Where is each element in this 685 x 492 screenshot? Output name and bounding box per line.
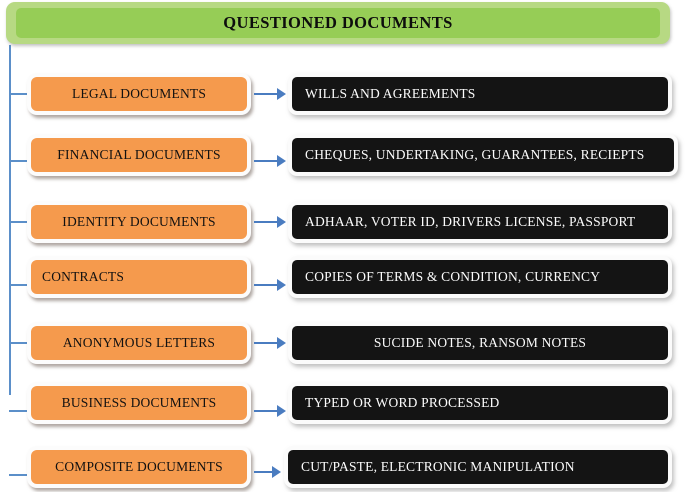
category-label: LEGAL DOCUMENTS [71, 86, 207, 101]
category-label: FINANCIAL DOCUMENTS [57, 147, 221, 162]
category-node[interactable]: COMPOSITE DOCUMENTS [27, 446, 251, 488]
detail-node[interactable]: ADHAAR, VOTER ID, DRIVERS LICENSE, PASSP… [288, 201, 672, 243]
detail-node[interactable]: COPIES OF TERMS & CONDITION, CURRENCY [288, 256, 672, 298]
branch-connector-line [9, 93, 29, 95]
detail-box[interactable]: CHEQUES, UNDERTAKING, GUARANTEES, RECIEP… [292, 138, 674, 172]
row-contracts: CONTRACTS COPIES OF TERMS & CONDITION, C… [0, 256, 685, 300]
category-label: COMPOSITE DOCUMENTS [55, 459, 223, 474]
row-business-documents: BUSINESS DOCUMENTS TYPED OR WORD PROCESS… [0, 382, 685, 426]
branch-connector-line [9, 474, 33, 476]
detail-label: WILLS AND AGREEMENTS [305, 86, 476, 101]
detail-label: COPIES OF TERMS & CONDITION, CURRENCY [305, 269, 601, 284]
branch-connector-line [9, 342, 31, 344]
category-node[interactable]: IDENTITY DOCUMENTS [27, 201, 251, 243]
row-financial-documents: FINANCIAL DOCUMENTS CHEQUES, UNDERTAKING… [0, 134, 685, 178]
detail-box[interactable]: TYPED OR WORD PROCESSED [292, 386, 668, 420]
detail-label: TYPED OR WORD PROCESSED [305, 395, 500, 410]
detail-box[interactable]: COPIES OF TERMS & CONDITION, CURRENCY [292, 260, 668, 294]
detail-node[interactable]: WILLS AND AGREEMENTS [288, 73, 672, 115]
arrow-line [254, 471, 275, 473]
page-title: QUESTIONED DOCUMENTS [223, 13, 453, 32]
branch-connector-line [9, 221, 31, 223]
detail-node[interactable]: SUCIDE NOTES, RANSOM NOTES [288, 322, 672, 364]
category-box[interactable]: LEGAL DOCUMENTS [31, 77, 247, 111]
detail-box[interactable]: ADHAAR, VOTER ID, DRIVERS LICENSE, PASSP… [292, 205, 668, 239]
category-label: CONTRACTS [42, 269, 125, 284]
trunk-connector-line [9, 45, 11, 395]
arrow-line [254, 93, 280, 95]
arrow-line [254, 221, 280, 223]
detail-box[interactable]: WILLS AND AGREEMENTS [292, 77, 668, 111]
category-box[interactable]: FINANCIAL DOCUMENTS [31, 138, 247, 172]
row-anonymous-letters: ANONYMOUS LETTERS SUCIDE NOTES, RANSOM N… [0, 322, 685, 366]
category-box[interactable]: BUSINESS DOCUMENTS [31, 386, 247, 420]
category-node[interactable]: BUSINESS DOCUMENTS [27, 382, 251, 424]
detail-box[interactable]: SUCIDE NOTES, RANSOM NOTES [292, 326, 668, 360]
category-node[interactable]: ANONYMOUS LETTERS [27, 322, 251, 364]
branch-connector-line [9, 160, 31, 162]
category-label: IDENTITY DOCUMENTS [62, 214, 216, 229]
category-label: ANONYMOUS LETTERS [62, 335, 216, 350]
arrow-line [254, 160, 280, 162]
detail-label: SUCIDE NOTES, RANSOM NOTES [373, 335, 587, 350]
detail-label: CUT/PASTE, ELECTRONIC MANIPULATION [301, 459, 575, 474]
arrow-line [254, 342, 280, 344]
arrow-head-icon [277, 216, 286, 228]
category-label: BUSINESS DOCUMENTS [61, 395, 217, 410]
arrow-head-icon [277, 88, 286, 100]
category-box[interactable]: IDENTITY DOCUMENTS [31, 205, 247, 239]
arrow-line [254, 284, 280, 286]
category-node[interactable]: LEGAL DOCUMENTS [27, 73, 251, 115]
title-frame: QUESTIONED DOCUMENTS [6, 2, 670, 44]
detail-box[interactable]: CUT/PASTE, ELECTRONIC MANIPULATION [288, 450, 668, 484]
row-identity-documents: IDENTITY DOCUMENTS ADHAAR, VOTER ID, DRI… [0, 201, 685, 245]
category-box[interactable]: CONTRACTS [31, 260, 247, 294]
branch-connector-line [9, 284, 31, 286]
detail-node[interactable]: TYPED OR WORD PROCESSED [288, 382, 672, 424]
detail-node[interactable]: CUT/PASTE, ELECTRONIC MANIPULATION [284, 446, 672, 488]
row-legal-documents: LEGAL DOCUMENTS WILLS AND AGREEMENTS [0, 73, 685, 117]
title-box: QUESTIONED DOCUMENTS [16, 8, 660, 38]
category-node[interactable]: FINANCIAL DOCUMENTS [27, 134, 251, 176]
branch-connector-line [9, 410, 33, 412]
arrow-line [254, 410, 280, 412]
arrow-head-icon [272, 466, 281, 478]
detail-label: CHEQUES, UNDERTAKING, GUARANTEES, RECIEP… [305, 147, 645, 162]
category-node[interactable]: CONTRACTS [27, 256, 251, 298]
row-composite-documents: COMPOSITE DOCUMENTS CUT/PASTE, ELECTRONI… [0, 446, 685, 490]
arrow-head-icon [277, 155, 286, 167]
arrow-head-icon [277, 405, 286, 417]
arrow-head-icon [277, 279, 286, 291]
category-box[interactable]: COMPOSITE DOCUMENTS [31, 450, 247, 484]
arrow-head-icon [277, 337, 286, 349]
detail-label: ADHAAR, VOTER ID, DRIVERS LICENSE, PASSP… [305, 214, 636, 229]
category-box[interactable]: ANONYMOUS LETTERS [31, 326, 247, 360]
detail-node[interactable]: CHEQUES, UNDERTAKING, GUARANTEES, RECIEP… [288, 134, 678, 176]
